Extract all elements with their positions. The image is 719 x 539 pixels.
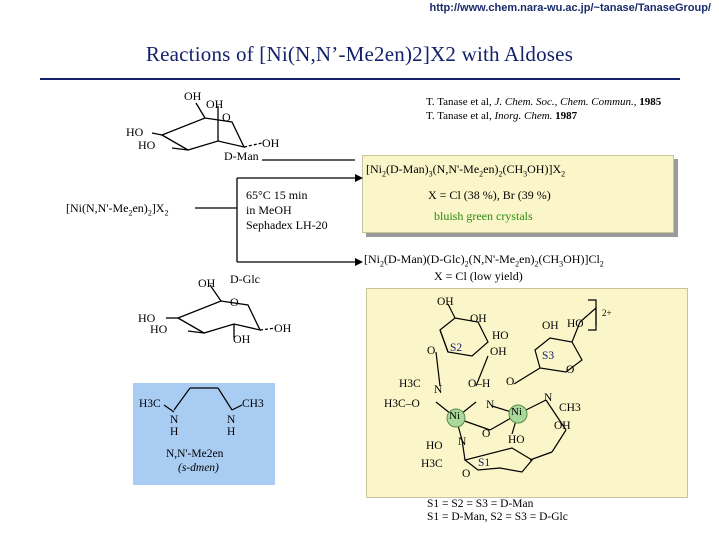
ligand-n-left: N: [170, 414, 179, 426]
ligand-h-left: H: [170, 426, 179, 438]
c-oh-s2-top: OH: [437, 296, 454, 308]
complex-legend-1: S1 = S2 = S3 = D-Man: [427, 498, 534, 510]
product1-note: bluish green crystals: [434, 209, 533, 223]
ligand-n-right: N: [227, 414, 236, 426]
ni-atom-right: [508, 404, 528, 424]
c-ho-s3: HO: [567, 318, 584, 330]
reference-1: T. Tanase et al, J. Chem. Soc., Chem. Co…: [426, 96, 662, 108]
reactant-formula: [Ni(N,N'-Me2en)2]X2: [66, 201, 169, 218]
c-o-s3: O: [566, 364, 575, 376]
man-ho-3: HO: [138, 138, 156, 152]
page-title: Reactions of [Ni(N,N’-Me2en)2]X2 with Al…: [145, 42, 574, 66]
c-h3co: H3C–O: [384, 398, 420, 410]
c-oh-bridge: O–H: [468, 378, 491, 390]
arrowhead-2: [355, 258, 363, 266]
glc-ho-3: HO: [150, 322, 168, 336]
product2-formula: [Ni2(D-Man)(D-Glc)2(N,N'-Me2en)2(CH3OH)]…: [364, 252, 604, 269]
glc-oh1-bond: [259, 327, 277, 331]
man-oh1-bond: [243, 142, 263, 148]
man-label: D-Man: [224, 149, 259, 163]
c-ho-s3-left: HO: [492, 330, 509, 342]
arrowhead-1: [355, 174, 363, 182]
c-h3c-1: H3C: [399, 378, 421, 390]
ligand-box: [133, 383, 275, 485]
title-underline: [40, 78, 680, 80]
man-oh-2: OH: [206, 97, 224, 111]
ligand-ch3: CH3: [242, 398, 264, 410]
man-ho4-bond: [151, 132, 163, 136]
ni-label-left: Ni: [449, 410, 460, 422]
ring-label-s2: S2: [450, 342, 463, 354]
man-ring-o: O: [222, 110, 231, 124]
c-o-s2: O: [427, 345, 436, 357]
man-oh-6: OH: [184, 89, 202, 103]
ligand-abbrev: (s-dmen): [178, 462, 219, 474]
condition-temp: 65°C 15 min: [246, 188, 308, 202]
ligand-bond-3: [217, 387, 233, 411]
s1-ring: [463, 447, 533, 473]
product1-box: [362, 155, 674, 233]
glc-ring-o: O: [230, 295, 239, 309]
glc-ho3-bond: [187, 330, 205, 334]
ligand-name: N,N'-Me2en: [166, 448, 224, 460]
complex-structure-box: [366, 288, 688, 498]
man-ch2-bond: [195, 102, 206, 119]
glc-oh-2: OH: [233, 332, 251, 346]
man-ho-4: HO: [126, 125, 144, 139]
glc-oh-1: OH: [274, 321, 292, 335]
man-oh-1: OH: [262, 136, 280, 150]
c-ho-2: HO: [508, 434, 525, 446]
man-ring: [160, 117, 246, 151]
c-oh-s2-right: OH: [490, 346, 507, 358]
product1-formula: [Ni2(D-Man)3(N,N'-Me2en)2(CH3OH)]X2: [366, 162, 566, 179]
product1-yield: X = Cl (38 %), Br (39 %): [428, 188, 551, 202]
complex-charge: 2+: [602, 308, 612, 318]
glc-oh-6: OH: [198, 276, 216, 290]
c-n-2: N: [458, 436, 467, 448]
reference-2: T. Tanase et al, Inorg. Chem. 1987: [426, 110, 578, 122]
ni-label-right: Ni: [511, 406, 522, 418]
c-o-bridge: O: [506, 376, 515, 388]
condition-solvent: in MeOH: [246, 203, 292, 217]
glc-label: D-Glc: [230, 272, 260, 286]
condition-column: Sephadex LH-20: [246, 218, 328, 232]
ni-atom-left: [446, 408, 466, 428]
c-n-1: N: [434, 384, 443, 396]
glc-ring: [176, 300, 262, 334]
ligand-h3c: H3C: [139, 398, 161, 410]
glc-ho-4: HO: [138, 311, 156, 325]
source-url: http://www.chem.nara-wu.ac.jp/~tanase/Ta…: [429, 2, 711, 14]
c-o-s1: O: [462, 468, 471, 480]
c-n-center: N: [486, 399, 495, 411]
c-oh-s2: OH: [470, 313, 487, 325]
c-oh-s3: OH: [542, 320, 559, 332]
product2-yield: X = Cl (low yield): [434, 269, 523, 283]
c-ho-1: HO: [426, 440, 443, 452]
man-ho3-bond: [171, 147, 189, 151]
complex-legend-2: S1 = D-Man, S2 = S3 = D-Glc: [427, 511, 568, 523]
ligand-h-right: H: [227, 426, 236, 438]
c-ch3: CH3: [559, 402, 581, 414]
c-oh-right: OH: [554, 420, 571, 432]
c-h3c-2: H3C: [421, 458, 443, 470]
ligand-bond-1: [173, 387, 191, 411]
ring-label-s1: S1: [478, 457, 491, 469]
ring-label-s3: S3: [542, 350, 555, 362]
c-n-right: N: [544, 392, 553, 404]
c-o-center: O: [482, 428, 491, 440]
glc-ch2-bond: [209, 284, 222, 302]
